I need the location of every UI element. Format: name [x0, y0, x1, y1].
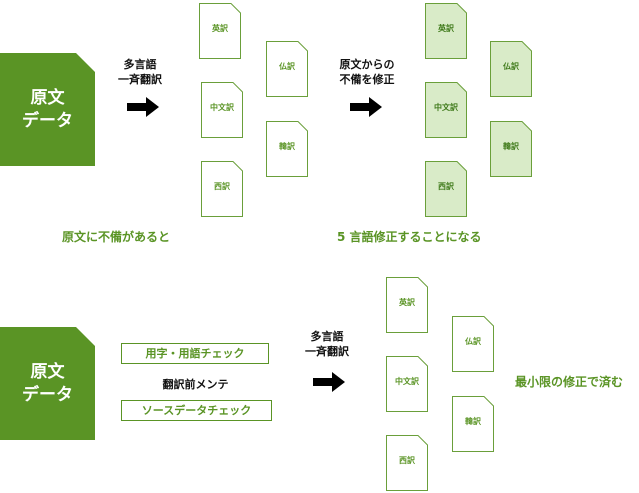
step-fix-source-errors: 原文からの 不備を修正: [326, 57, 408, 87]
document-label: 西訳: [214, 182, 230, 191]
caption-five-language-fix: 5 言語修正することになる: [337, 230, 482, 244]
source-data-label-line2: データ: [22, 110, 73, 131]
source-data-document-bottom: 原文 データ: [0, 327, 95, 440]
source-data-document: 原文 データ: [0, 53, 95, 166]
document-label: 韓訳: [465, 417, 481, 426]
caption-source-has-errors: 原文に不備があると: [62, 230, 171, 244]
document-chinese-bottom: 中文訳: [386, 356, 428, 412]
document-label: 仏訳: [279, 62, 295, 71]
document-label: 韓訳: [279, 142, 295, 151]
document-french: 仏訳: [266, 41, 308, 97]
document-label: 中文訳: [210, 103, 234, 112]
terminology-check-box: 用字・用語チェック: [121, 343, 269, 364]
step-label-line1: 多言語: [123, 58, 157, 71]
step-label-line1: 多言語: [310, 330, 344, 343]
step-label-line2: 不備を修正: [339, 73, 395, 86]
source-data-label-line2: データ: [22, 384, 73, 405]
document-english-revised: 英訳: [425, 3, 467, 59]
document-chinese-revised: 中文訳: [425, 82, 467, 138]
step-label-line1: 原文からの: [339, 58, 395, 71]
step-label-line2: 一斉翻訳: [305, 345, 349, 358]
document-label: 英訳: [212, 24, 228, 33]
document-label: 西訳: [438, 182, 454, 191]
pre-translation-maintenance-label: 翻訳前メンテ: [162, 378, 229, 391]
document-korean-revised: 韓訳: [490, 121, 532, 177]
right-arrow-icon: [313, 372, 345, 392]
document-label: 中文訳: [434, 103, 458, 112]
document-label: 英訳: [438, 24, 454, 33]
document-label: 英訳: [399, 298, 415, 307]
document-french-revised: 仏訳: [490, 41, 532, 97]
document-label: 中文訳: [395, 377, 419, 386]
document-spanish-revised: 西訳: [425, 161, 467, 217]
source-data-label-line1: 原文: [30, 361, 65, 382]
document-spanish-bottom: 西訳: [386, 435, 428, 491]
caption-minimal-fix: 最小限の修正で済む: [515, 375, 624, 389]
document-english-bottom: 英訳: [386, 277, 428, 333]
document-french-bottom: 仏訳: [452, 316, 494, 372]
step-multilingual-translation: 多言語 一斉翻訳: [107, 57, 173, 87]
step-label-line2: 一斉翻訳: [118, 73, 162, 86]
document-chinese: 中文訳: [201, 82, 243, 138]
right-arrow-icon: [127, 97, 159, 117]
document-label: 仏訳: [465, 337, 481, 346]
document-label: 仏訳: [503, 62, 519, 71]
document-label: 韓訳: [503, 142, 519, 151]
step-multilingual-translation-bottom: 多言語 一斉翻訳: [294, 329, 360, 359]
document-korean-bottom: 韓訳: [452, 396, 494, 452]
document-english: 英訳: [199, 3, 241, 59]
document-korean: 韓訳: [266, 121, 308, 177]
right-arrow-icon: [350, 97, 382, 117]
document-spanish: 西訳: [201, 161, 243, 217]
source-data-label-line1: 原文: [30, 87, 65, 108]
document-label: 西訳: [399, 456, 415, 465]
source-data-check-box: ソースデータチェック: [121, 400, 272, 421]
